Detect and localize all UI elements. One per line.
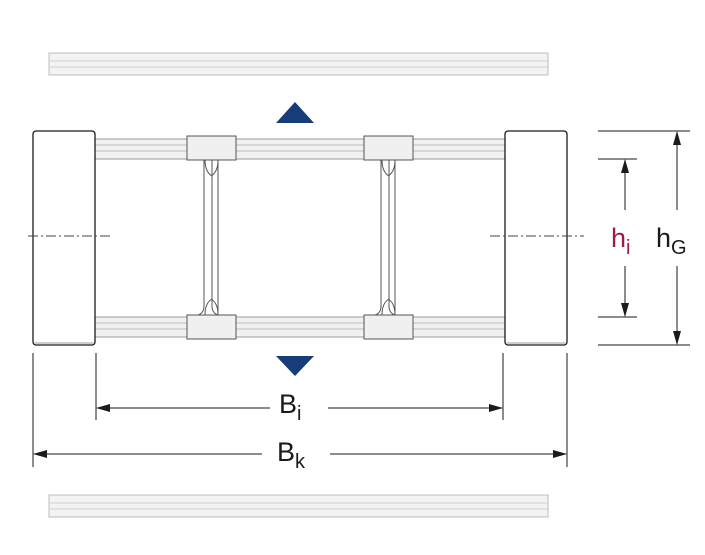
bottom-crossbar	[94, 316, 506, 338]
triangle-up-icon	[276, 102, 314, 123]
label-bi: Bi	[279, 389, 301, 425]
left-side-link	[32, 130, 96, 346]
label-bk-sub: k	[295, 451, 306, 473]
top-crossbar	[94, 138, 506, 160]
right-side-link	[504, 130, 568, 346]
top-guide-rail	[48, 52, 549, 76]
label-hg-main: h	[656, 223, 671, 253]
label-hg: hG	[656, 223, 687, 259]
label-bi-sub: i	[297, 403, 301, 425]
label-hi: hi	[611, 223, 630, 259]
label-hg-sub: G	[671, 237, 687, 259]
label-bi-main: B	[279, 389, 297, 419]
label-hi-sub: i	[626, 237, 630, 259]
triangle-down-icon	[276, 356, 314, 376]
label-bk: Bk	[277, 437, 306, 473]
separator-right	[363, 135, 414, 340]
label-hi-main: h	[611, 223, 626, 253]
label-bk-main: B	[277, 437, 295, 467]
bottom-guide-rail	[48, 494, 549, 518]
separator-left	[186, 135, 237, 340]
